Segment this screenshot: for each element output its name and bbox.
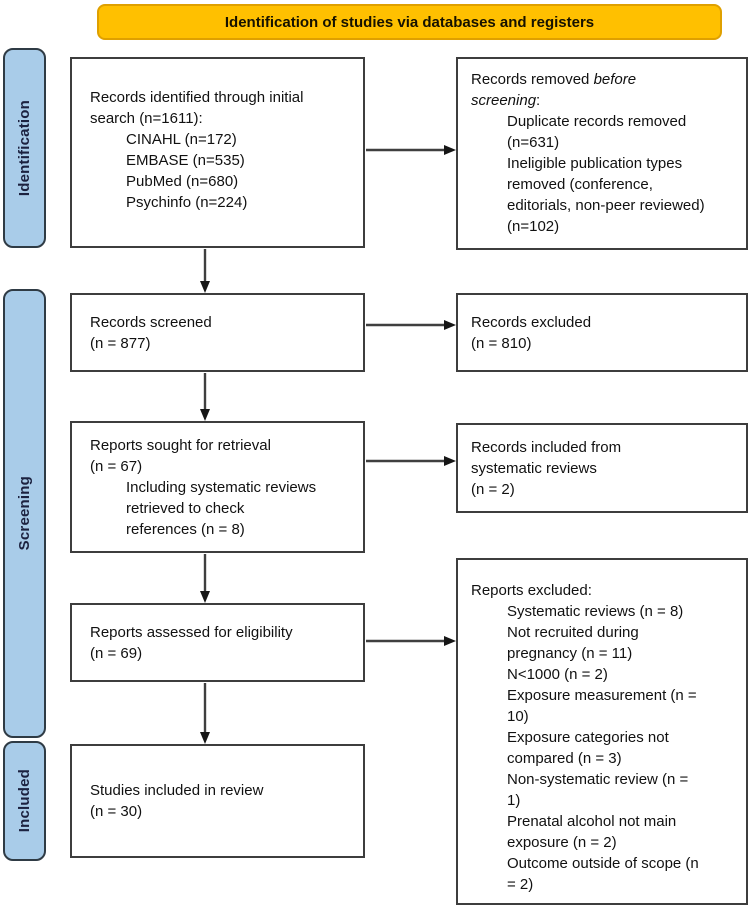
box-reports-assessed-for-eligibility: Reports assessed for eligibility (n = 69… [70, 603, 365, 682]
list-item: Systematic reviews (n = 8) [507, 603, 684, 620]
list-item: Exposure measurement (n = 10) [507, 687, 697, 725]
box-records-included-from-systematic-reviews: Records included from systematic reviews… [456, 423, 748, 513]
box-records-removed-before-screening: Records removed before screening: Duplic… [456, 57, 748, 250]
box-records-screened: Records screened (n = 877) [70, 293, 365, 372]
banner-label: Identification of studies via databases … [224, 13, 595, 31]
list-item: PubMed (n=680) [126, 173, 239, 190]
list-item: Duplicate records removed (n=631) [507, 113, 687, 151]
list-item: CINAHL (n=172) [126, 131, 237, 148]
box-title: Studies included in review (n = 30) [90, 782, 264, 820]
box-title: Records included from systematic reviews… [471, 438, 622, 498]
list-item: Not recruited during pregnancy (n = 11) [507, 624, 639, 662]
stage-label-included: Included [3, 741, 46, 861]
box-reports-sought-for-retrieval: Reports sought for retrieval (n = 67) In… [70, 421, 365, 553]
box-title: Records identified through initial searc… [90, 89, 304, 127]
banner-identification-of-studies: Identification of studies via databases … [97, 4, 722, 40]
box-records-identified: Records identified through initial searc… [70, 57, 365, 248]
box-title: Reports sought for retrieval (n = 67) [90, 437, 271, 475]
list-item: Prenatal alcohol not main exposure (n = … [507, 813, 677, 851]
title-italic: before screening [471, 71, 637, 109]
box-title: Reports assessed for eligibility (n = 69… [90, 623, 293, 662]
list-item: Psychinfo (n=224) [126, 194, 248, 211]
stage-label-text: Screening [16, 476, 33, 551]
list-item: N<1000 (n = 2) [507, 666, 608, 683]
list-item: Non-systematic review (n = 1) [507, 771, 689, 809]
stage-label-text: Included [16, 769, 33, 833]
list-item: Outcome outside of scope (n = 2) [507, 855, 699, 893]
box-title: Reports excluded: [471, 582, 592, 599]
box-title: Records removed before screening: [471, 69, 740, 111]
title-suffix: : [536, 92, 541, 109]
stage-label-text: Identification [16, 99, 33, 197]
title-plain: Records removed [471, 71, 594, 88]
box-title: Records excluded (n = 810) [471, 313, 592, 352]
stage-label-identification: Identification [3, 48, 46, 248]
stage-label-screening: Screening [3, 289, 46, 738]
list-item: Exposure categories not compared (n = 3) [507, 729, 669, 767]
list-item: EMBASE (n=535) [126, 152, 245, 169]
list-item: Ineligible publication types removed (co… [507, 155, 705, 235]
box-studies-included-in-review: Studies included in review (n = 30) [70, 744, 365, 858]
list-item: Including systematic reviews retrieved t… [126, 479, 317, 538]
box-reports-excluded: Reports excluded: Systematic reviews (n … [456, 558, 748, 905]
box-records-excluded: Records excluded (n = 810) [456, 293, 748, 372]
box-title: Records screened (n = 877) [90, 313, 212, 352]
